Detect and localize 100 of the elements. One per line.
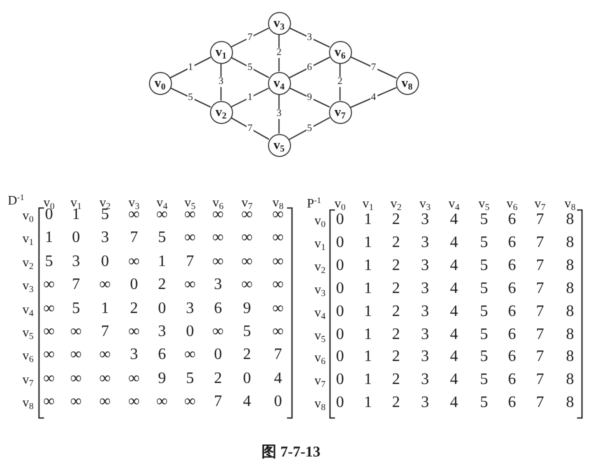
matrix-entry: 7 xyxy=(130,230,138,246)
edge-line xyxy=(231,28,269,48)
column-header: v$_{0}$ xyxy=(43,196,55,208)
matrix-entry: 3 xyxy=(421,395,429,412)
matrix-entry: 4 xyxy=(450,258,458,274)
matrix-entry: 0 xyxy=(336,372,344,388)
row-header: v$_{4}$ xyxy=(22,302,34,316)
matrix-entry: ∞ xyxy=(43,324,55,340)
edge-line xyxy=(289,27,330,48)
matrix-entry: 2 xyxy=(130,300,138,317)
matrix-entry: 4 xyxy=(450,372,458,388)
matrix-entry: 8 xyxy=(566,395,574,412)
column-header: v$_{3}$ xyxy=(128,196,140,208)
vertex-circle: v$_{2}$ xyxy=(210,100,232,124)
matrix-entry: ∞ xyxy=(43,394,55,410)
matrix-entry: 5 xyxy=(72,300,80,317)
matrix-entry: ∞ xyxy=(128,324,140,340)
column-header: v$_{3}$ xyxy=(419,196,431,210)
column-header: v$_{1}$ xyxy=(362,196,374,210)
matrix-entry: 9 xyxy=(158,370,166,387)
weight-label: 2 xyxy=(276,48,282,58)
matrix-entry: 1 xyxy=(364,349,372,366)
matrix-entry: 6 xyxy=(508,234,516,251)
matrix-entry: 7 xyxy=(536,395,544,412)
matrix-entry: 1 xyxy=(364,258,372,274)
matrix-entry: 0 xyxy=(130,277,138,294)
matrix-entry: ∞ xyxy=(43,277,55,294)
matrix-entry: 4 xyxy=(450,280,458,297)
matrix-entry: 0 xyxy=(336,395,344,412)
weight-label: 3 xyxy=(276,109,282,119)
matrix-entry: 1 xyxy=(364,280,372,297)
matrix-entry: 7 xyxy=(536,212,544,228)
matrix-entry: 8 xyxy=(566,234,574,251)
vertex-circle: v$_{8}$ xyxy=(396,72,418,94)
edge-line xyxy=(289,87,330,108)
matrix-entry: ∞ xyxy=(241,207,253,223)
weight-label: 7 xyxy=(246,32,254,42)
matrix-entry: 3 xyxy=(421,304,429,320)
row-header: v$_{8}$ xyxy=(22,396,34,409)
matrix-entry: 6 xyxy=(214,300,222,317)
matrix-entry: 7 xyxy=(536,326,544,342)
matrix-entry: 6 xyxy=(508,349,516,366)
matrix-entry: 1 xyxy=(364,372,372,388)
weight-label: 6 xyxy=(306,62,313,72)
matrix-entry: 5 xyxy=(480,326,488,342)
column-header: v$_{4}$ xyxy=(448,196,460,210)
matrix-entry: 5 xyxy=(480,258,488,274)
matrix-entry: 7 xyxy=(274,347,282,364)
matrix-entry: ∞ xyxy=(184,277,196,294)
row-header: v$_{8}$ xyxy=(314,396,326,410)
matrix-entry: 0 xyxy=(336,304,344,320)
matrix-entry: 7 xyxy=(72,277,80,294)
matrix-entry: 4 xyxy=(450,234,458,251)
matrix-entry: 3 xyxy=(421,258,429,274)
matrix-entry: 3 xyxy=(421,280,429,297)
matrix-entry: 0 xyxy=(45,207,53,223)
matrix-entry: 0 xyxy=(186,324,194,340)
matrix-entry: ∞ xyxy=(128,394,140,410)
matrix-entry: 5 xyxy=(186,370,194,387)
matrix-entry: 2 xyxy=(392,372,400,388)
matrix-entry: 8 xyxy=(566,258,574,274)
matrix-entry: 0 xyxy=(158,300,166,317)
matrix-entry: 5 xyxy=(480,234,488,251)
matrix-entry: 8 xyxy=(566,212,574,228)
matrix-entry: ∞ xyxy=(99,277,111,294)
matrix-entry: 6 xyxy=(508,395,516,412)
matrix-entry: ∞ xyxy=(184,347,196,364)
matrix-entry: 5 xyxy=(158,230,166,246)
matrix-entry: 4 xyxy=(450,395,458,412)
column-header: v$_{5}$ xyxy=(184,196,196,208)
matrix-entry: ∞ xyxy=(184,394,196,410)
matrix-entry: ∞ xyxy=(272,277,284,294)
matrix-entry: ∞ xyxy=(128,370,140,387)
column-header: v$_{8}$ xyxy=(272,196,284,208)
matrix-entry: 7 xyxy=(536,234,544,251)
matrix-entry: 1 xyxy=(364,304,372,320)
matrix-entry: 6 xyxy=(158,347,166,364)
matrix-entry: ∞ xyxy=(43,300,55,317)
matrix-entry: 2 xyxy=(392,326,400,342)
matrix-entry: ∞ xyxy=(70,347,82,364)
edge-line xyxy=(170,87,211,108)
column-header: v$_{1}$ xyxy=(70,196,82,208)
matrix-entry: 2 xyxy=(243,347,251,364)
row-header: v$_{7}$ xyxy=(22,372,34,386)
row-header: v$_{6}$ xyxy=(314,350,326,364)
matrix-entry: 8 xyxy=(566,326,574,342)
matrix-entry: 3 xyxy=(421,212,429,228)
matrix-entry: 4 xyxy=(450,349,458,366)
weight-label: 5 xyxy=(187,92,194,102)
weight-label: 3 xyxy=(306,32,313,42)
matrix-entry: 0 xyxy=(336,326,344,342)
figure-caption: 图 7-7-13 xyxy=(262,446,320,460)
weight-label: 5 xyxy=(306,124,313,134)
row-header: v$_{6}$ xyxy=(22,348,34,362)
matrix-entry: 1 xyxy=(45,230,53,246)
matrix-entry: ∞ xyxy=(212,254,224,270)
matrix-entry: 5 xyxy=(480,280,488,297)
matrix-entry: 6 xyxy=(508,372,516,388)
matrix-name: D$^{-1}$ xyxy=(8,194,24,206)
matrix-entry: 3 xyxy=(421,349,429,366)
